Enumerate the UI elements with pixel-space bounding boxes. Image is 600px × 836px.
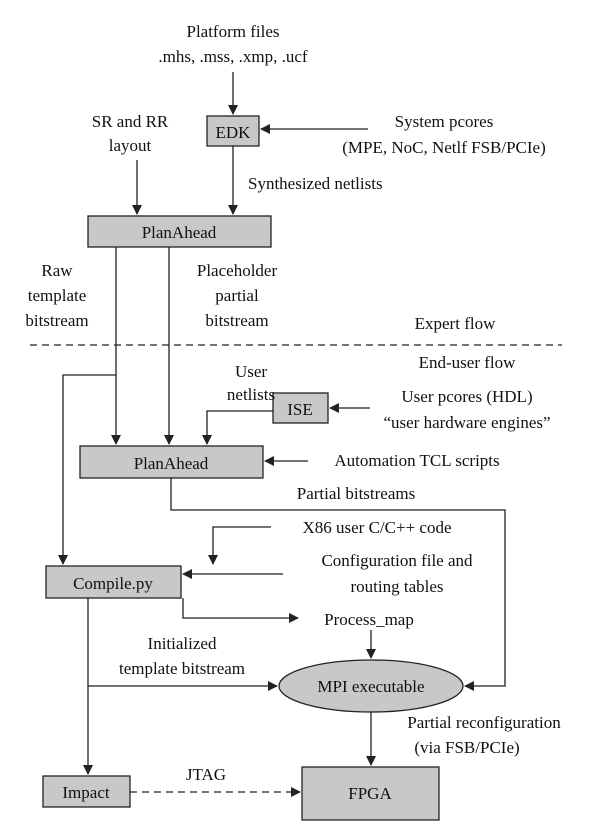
ise-to-planahead-arrow <box>202 410 273 445</box>
ise-label: ISE <box>287 400 313 419</box>
config-file-label: Configuration file and <box>321 551 473 570</box>
process-map-label: Process_map <box>324 610 414 629</box>
bitstream-label: bitstream <box>25 311 88 330</box>
mpi-executable-label: MPI executable <box>317 677 424 696</box>
edk-node: EDK <box>206 115 260 147</box>
planahead-top-label: PlanAhead <box>142 223 217 242</box>
partial-label: partial <box>215 286 259 305</box>
partial-bitstreams-arrow <box>170 478 506 691</box>
platform-files-ext-label: .mhs, .mss, .xmp, .ucf <box>158 47 308 66</box>
expert-flow-label: Expert flow <box>415 314 496 333</box>
via-fsb-pcie-label: (via FSB/PCIe) <box>414 738 519 757</box>
template-label: template <box>28 286 87 305</box>
planahead-bottom-label: PlanAhead <box>134 454 209 473</box>
user-hardware-engines-label: “user hardware engines” <box>383 413 550 432</box>
fpga-node: FPGA <box>301 766 440 821</box>
planahead-bottom-node: PlanAhead <box>79 445 264 479</box>
ise-node: ISE <box>272 392 329 424</box>
raw-label: Raw <box>41 261 73 280</box>
mpi-executable-node: MPI executable <box>278 659 464 713</box>
user-pcores-label: User pcores (HDL) <box>401 387 532 406</box>
partial-bitstreams-label: Partial bitstreams <box>297 484 416 503</box>
initialized-label: Initialized <box>148 634 217 653</box>
x86-to-compile-arrow <box>208 526 271 565</box>
system-pcores-detail-label: (MPE, NoC, Netlf FSB/PCIe) <box>342 138 546 157</box>
impact-node: Impact <box>42 775 131 808</box>
end-user-flow-label: End-user flow <box>419 353 517 372</box>
jtag-label: JTAG <box>186 765 226 784</box>
system-pcores-label: System pcores <box>395 112 494 131</box>
user-label: User <box>235 362 267 381</box>
fpga-label: FPGA <box>348 784 392 803</box>
netlists-label: netlists <box>227 385 275 404</box>
edk-label: EDK <box>216 123 252 142</box>
planahead-top-node: PlanAhead <box>87 215 272 248</box>
x86-code-label: X86 user C/C++ code <box>302 518 451 537</box>
partial-reconfig-label: Partial reconfiguration <box>407 713 561 732</box>
raw-to-compile-arrow <box>58 374 116 565</box>
routing-tables-label: routing tables <box>350 577 443 596</box>
placeholder-bitstream-label: bitstream <box>205 311 268 330</box>
platform-files-label: Platform files <box>186 22 279 41</box>
compile-to-processmap-arrow <box>182 598 299 623</box>
placeholder-label: Placeholder <box>197 261 278 280</box>
template-bitstream-label: template bitstream <box>119 659 245 678</box>
automation-tcl-label: Automation TCL scripts <box>334 451 499 470</box>
impact-label: Impact <box>62 783 109 802</box>
compile-py-label: Compile.py <box>73 574 153 593</box>
layout-label: layout <box>109 136 152 155</box>
synthesized-netlists-label: Synthesized netlists <box>248 174 383 193</box>
sr-rr-label: SR and RR <box>92 112 169 131</box>
compile-py-node: Compile.py <box>45 565 182 599</box>
